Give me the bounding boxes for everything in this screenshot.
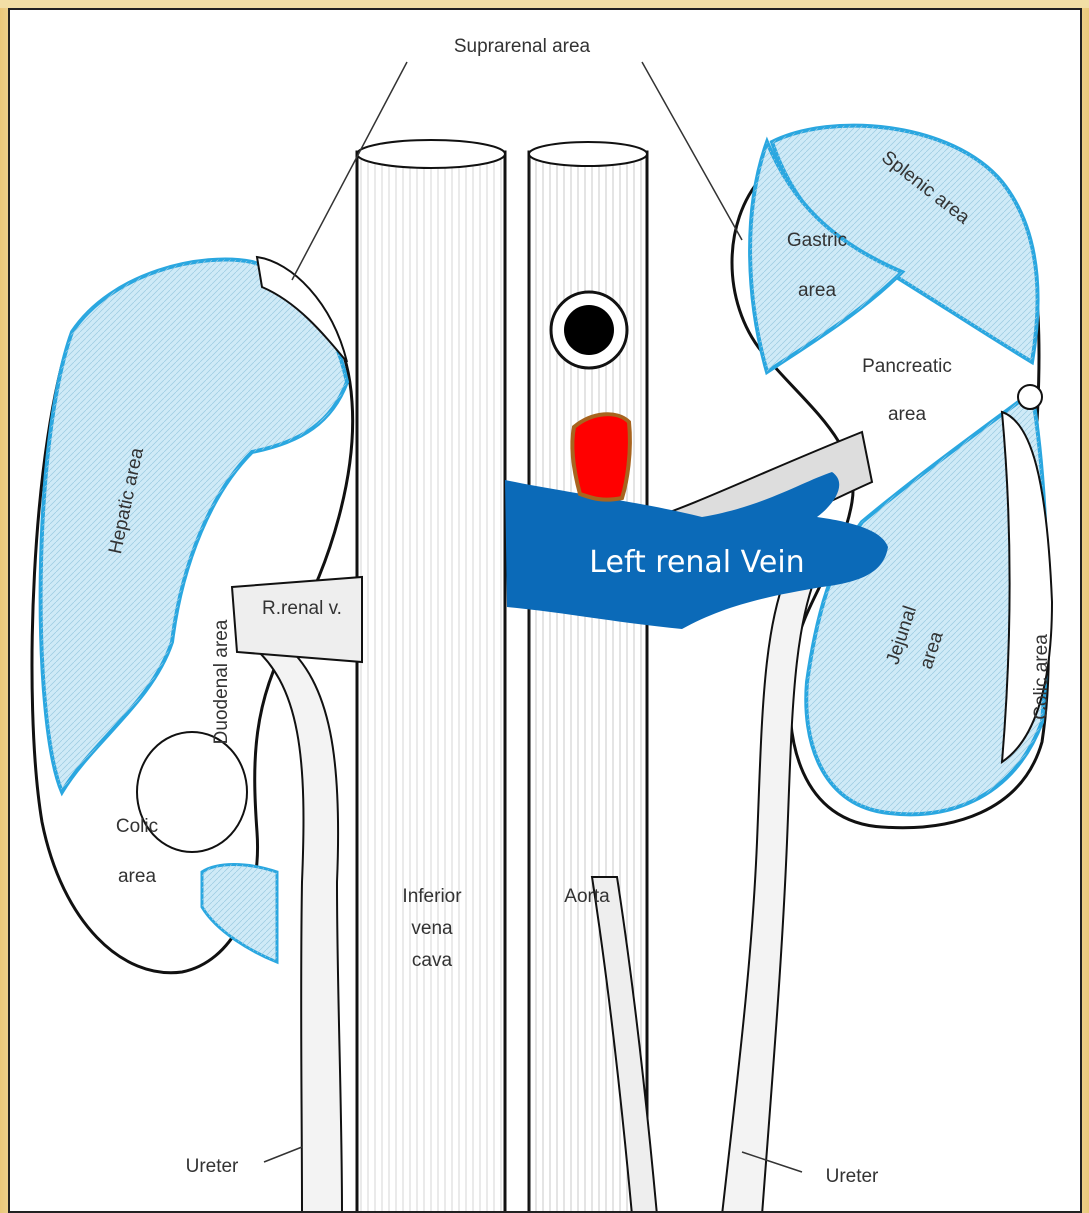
label-left-renal-vein: Left renal Vein [589, 545, 804, 580]
label-duodenal-area: Duodenal area [211, 619, 232, 744]
label-pancreatic-line1: Pancreatic [862, 356, 952, 377]
label-colic-area-right: Colic area [1031, 634, 1052, 720]
aorta [529, 142, 657, 1213]
label-r-renal-v: R.renal v. [262, 598, 342, 619]
label-gastric-line2: area [798, 280, 836, 301]
label-ureter-right: Ureter [826, 1166, 879, 1187]
label-suprarenal-area: Suprarenal area [454, 36, 591, 57]
slide-frame: Suprarenal area Splenic area Gastric are… [8, 8, 1082, 1213]
inferior-vena-cava [357, 140, 505, 1213]
label-ivc-line3: cava [412, 950, 453, 971]
suprarenal-leader-right [642, 62, 742, 240]
kidney-diagram: Suprarenal area Splenic area Gastric are… [10, 10, 1082, 1213]
label-colic-left-line2: area [118, 866, 156, 887]
slide-top-strip [0, 0, 1089, 8]
right-renal-vein [232, 577, 362, 662]
label-ureter-left: Ureter [186, 1156, 239, 1177]
ureter-leader-left [264, 1147, 302, 1162]
superior-mesenteric-artery-highlight [572, 414, 630, 499]
label-ivc-line2: vena [411, 918, 453, 939]
label-pancreatic-line2: area [888, 404, 926, 425]
label-colic-left-line1: Colic [116, 816, 158, 837]
label-gastric-line1: Gastric [787, 230, 847, 251]
label-ivc-line1: Inferior [402, 886, 462, 907]
label-aorta: Aorta [564, 886, 610, 907]
